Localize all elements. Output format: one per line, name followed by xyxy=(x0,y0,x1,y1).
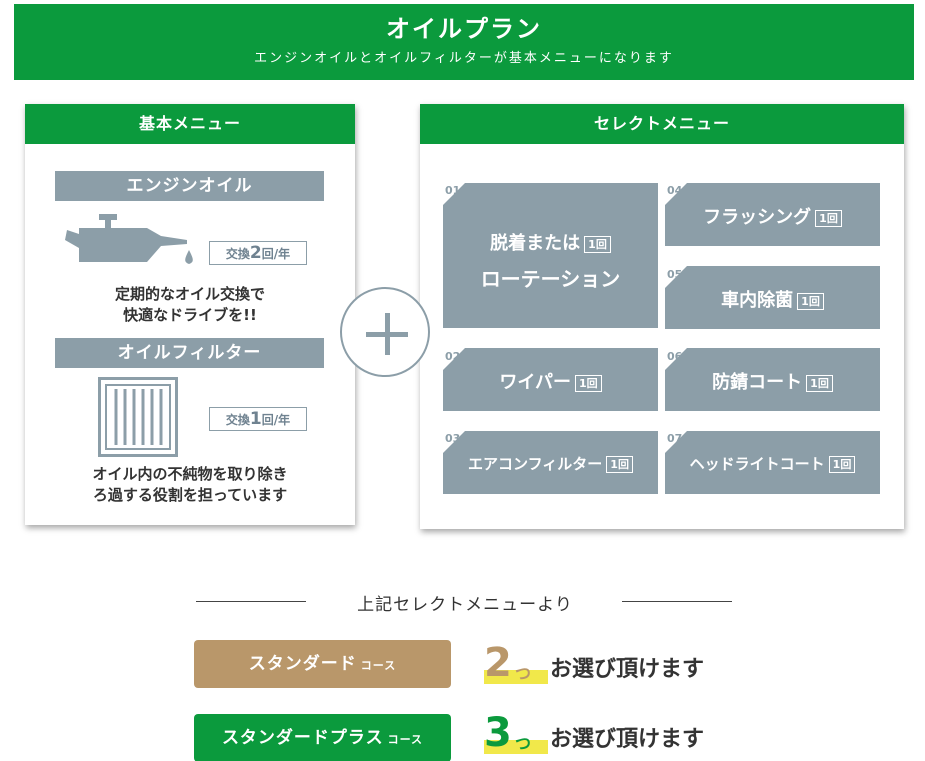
filter-icon xyxy=(98,377,178,457)
page-subtitle: エンジンオイルとオイルフィルターが基本メニューになります xyxy=(254,51,674,66)
engine-oil-label: エンジンオイル xyxy=(55,171,324,201)
oil-filter-label: オイルフィルター xyxy=(55,338,324,368)
basic-menu-panel: 基本メニュー エンジンオイル 交換2回/年 定期的なオイル交換で 快適なドライブ… xyxy=(25,104,355,525)
plus-icon xyxy=(340,287,430,377)
basic-menu-heading: 基本メニュー xyxy=(25,104,355,144)
oil-filter-description: オイル内の不純物を取り除き ろ過する役割を担っています xyxy=(92,465,288,504)
oil-can-icon xyxy=(65,214,193,264)
engine-oil-frequency-badge: 交換2回/年 xyxy=(209,241,307,265)
divider-line-left xyxy=(196,601,306,602)
course-divider-text: 上記セレクトメニューより xyxy=(357,595,573,615)
divider-line-right xyxy=(622,601,732,602)
page-header: オイルプラン エンジンオイルとオイルフィルターが基本メニューになります xyxy=(14,4,914,80)
oil-filter-frequency-badge: 交換1回/年 xyxy=(209,407,307,431)
engine-oil-description: 定期的なオイル交換で 快適なドライブを!! xyxy=(114,285,265,324)
standard-course-label: スタンダードコース xyxy=(194,640,451,688)
page-title: オイルプラン xyxy=(386,15,542,43)
select-menu-heading: セレクトメニュー xyxy=(420,104,904,144)
standard-plus-course-label: スタンダードプラスコース xyxy=(194,714,451,761)
